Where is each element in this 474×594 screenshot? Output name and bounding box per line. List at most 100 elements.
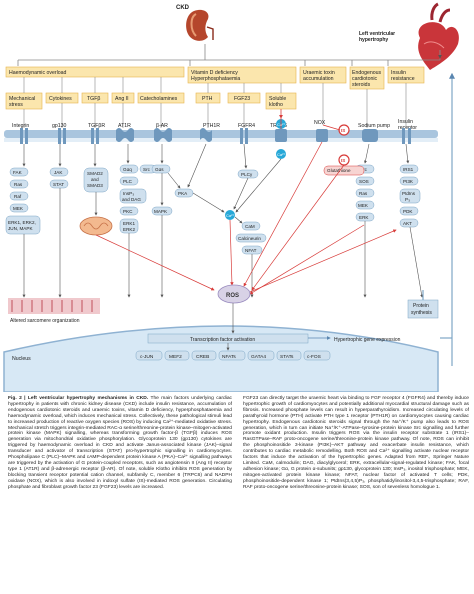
- tf-mef2: MEF2: [169, 354, 182, 360]
- protein-synthesis-label-1: Protein: [413, 303, 429, 309]
- pth1r-receptor-label: PTH1R: [203, 123, 220, 129]
- ptdins-node-1: PtdIns: [402, 191, 416, 196]
- calcineurin-node: Calcineurin: [238, 236, 261, 241]
- tfa-label: Transcription factor activation: [190, 337, 255, 343]
- insulin-receptor-label-2: receptor: [398, 125, 417, 131]
- nucleus-label: Nucleus: [12, 356, 31, 362]
- plc-node: PLC: [123, 179, 133, 184]
- lvh-feedback-arrow: [422, 72, 455, 366]
- ptdins-node-2: P₃: [405, 197, 410, 202]
- haemodynamic-label: Haemodynamic overload: [9, 70, 66, 76]
- irs1-node: IRS1: [403, 167, 414, 172]
- ras-node: Ras: [14, 182, 23, 187]
- klotho-label-2: klotho: [269, 102, 283, 108]
- cell-membrane: [4, 130, 438, 138]
- mechanical-label-1: Mechanical: [9, 96, 35, 102]
- cause-connectors: [23, 77, 407, 128]
- gaq-node: Gαq: [123, 167, 132, 172]
- kidney-icon: [186, 9, 214, 41]
- cam-node: CaM: [245, 224, 255, 229]
- svg-text:Protein synthesis: Protein synthesis: [411, 303, 432, 316]
- akt-node: AKT: [403, 221, 412, 226]
- klotho-label-1: Soluble: [269, 96, 286, 102]
- fak-node: FAK: [13, 170, 23, 175]
- vitd-box: [187, 66, 297, 84]
- stat-node: STAT: [53, 182, 64, 187]
- smad-node-3: SMAD3: [87, 183, 103, 188]
- mek2-node: MEK: [358, 203, 369, 208]
- insp3-node-2: and DAG: [122, 197, 141, 202]
- mek-node: MEK: [13, 206, 24, 211]
- figure-caption-left: Fig. 2 | Left ventricular hypertrophy me…: [8, 396, 232, 491]
- insulin-label-2: resistance: [391, 76, 415, 82]
- svg-text:Soluble klotho: Soluble klotho: [269, 96, 288, 108]
- mitochondrion-icon: [79, 216, 113, 236]
- tf-row: [135, 350, 331, 361]
- erk-jun-node-2: JUN, MAPK: [8, 226, 33, 231]
- ros-node: [217, 284, 251, 304]
- caption-left-body: The main factors underlying cardiac hype…: [8, 396, 232, 490]
- integrin-receptor-label: Integrin: [12, 123, 29, 129]
- glutathione-label: Glutathione: [327, 168, 351, 173]
- erk2-node: ERK: [359, 215, 369, 220]
- pi3k-node: PI3K: [403, 179, 414, 184]
- svg-text:Uraemic toxin accumulation: Uraemic toxin accumulation: [303, 70, 336, 82]
- jak-node: JAK: [54, 170, 63, 175]
- tf-creb: CREB: [196, 354, 209, 360]
- svg-text:Vitamin D deficiency Hyper: Vitamin D deficiency Hyperphosphataemia: [191, 70, 240, 82]
- mechanical-label-2: stress: [9, 102, 23, 108]
- endogenous-label-1: Endogenous: [352, 70, 382, 76]
- ras2-node: Ras: [359, 191, 368, 196]
- tgfbr-receptor-label: TGFβR: [88, 123, 105, 129]
- catecholamines-label: Catecholamines: [140, 96, 178, 102]
- endogenous-label-3: steroids: [352, 82, 371, 88]
- indoxyl-sulfate-markers: IS IS: [338, 124, 350, 166]
- bar-receptor-label: β-AR: [156, 123, 168, 129]
- ros-arrows: [95, 141, 397, 295]
- cytokines-label: Cytokines: [49, 96, 72, 102]
- heart-icon: [418, 2, 459, 70]
- tf-nfats: NFATs: [222, 354, 236, 360]
- erk-jun-node-1: ERK1, ERK2,: [8, 220, 36, 225]
- caption-title: Fig. 2 | Left ventricular hypertrophy me…: [8, 396, 149, 401]
- erk12-node-1: ERK1: [123, 221, 135, 226]
- sarcomere-icon: [8, 298, 100, 314]
- lvh-label-1: Left ventricular: [359, 31, 395, 37]
- is-label-2: IS: [341, 158, 345, 163]
- protein-synthesis-label-2: synthesis: [411, 310, 432, 316]
- at1r-receptor-label: AT1R: [118, 123, 131, 129]
- sodium-pump-label: Sodium pump: [358, 123, 390, 129]
- ckd-lvh-diagram: CKD Left ventricular hypertrophy Haemody…: [3, 2, 459, 393]
- tf-gata4: GATA4: [251, 354, 266, 360]
- pdk-node: PDK: [403, 209, 413, 214]
- insp3-node-1: InsP₃: [123, 191, 134, 196]
- pathway-nodes: [5, 164, 421, 255]
- erk12-node-2: ERK2: [123, 227, 135, 232]
- smad-node-2: and: [91, 177, 99, 182]
- caption-right-body: FGF23 can directly target the uraemic he…: [243, 396, 469, 490]
- figure-caption-right: FGF23 can directly target the uraemic he…: [243, 396, 469, 491]
- svg-text:Endogenous cardiotonic: Endogenous cardiotonic steroids: [352, 70, 383, 88]
- receptor-shapes: [20, 128, 411, 144]
- svg-text:Left ventricular hypertrop: Left ventricular hypertrophy: [359, 31, 397, 43]
- uraemic-label-2: accumulation: [303, 76, 334, 82]
- ckd-label: CKD: [176, 5, 190, 11]
- svg-text:Mechanical stress: Mechanical stress: [9, 96, 37, 108]
- fgf23-label: FGF23: [234, 96, 250, 102]
- tgfb-label: TGFβ: [87, 96, 100, 102]
- tf-stats: STATs: [280, 354, 294, 360]
- angii-label: Ang II: [115, 96, 129, 102]
- tf-cfos: c-FOS: [307, 354, 321, 360]
- calcium-label-2: Ca²⁺: [277, 152, 286, 157]
- ros-label: ROS: [226, 293, 239, 299]
- ckd-bracket: [17, 44, 442, 66]
- sos-node: SOS: [359, 179, 369, 184]
- is-label-1: IS: [341, 128, 345, 133]
- smad-node-1: SMAD2: [87, 171, 103, 176]
- hge-label: Hypertrophic gene expression: [334, 337, 401, 343]
- lvh-label-2: hypertrophy: [359, 37, 388, 43]
- plcg-node: PLCγ: [241, 172, 253, 177]
- tf-cjun: c-JUN: [140, 354, 154, 360]
- insulin-receptor-label-1: Insulin: [398, 119, 413, 125]
- signal-arrows: [22, 143, 424, 298]
